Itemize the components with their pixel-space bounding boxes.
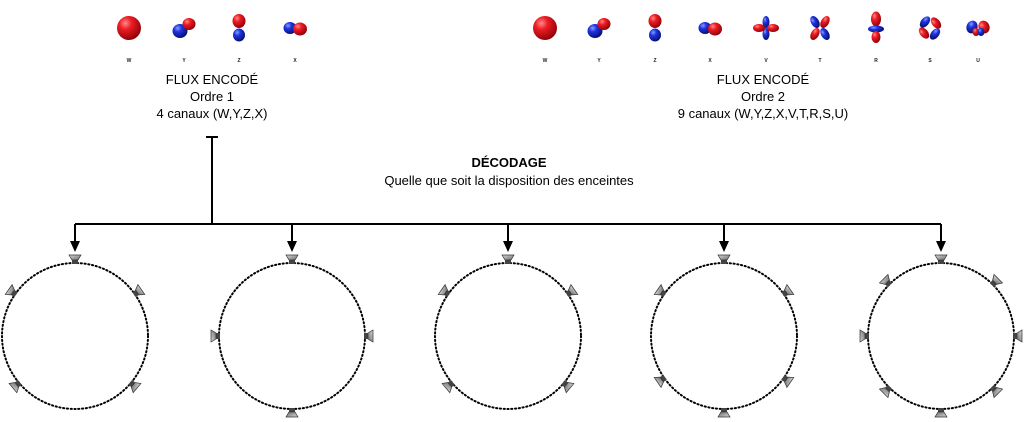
harmonic-u: U <box>966 20 990 64</box>
speaker-icon <box>878 384 893 399</box>
speaker-icon <box>653 374 667 389</box>
harmonic-label: Y <box>597 58 601 64</box>
speaker-icon <box>878 273 893 288</box>
speaker-icon <box>561 379 575 394</box>
harmonic-y: Y <box>172 18 196 64</box>
speaker-layout <box>859 254 1023 418</box>
speaker-icon <box>210 329 220 343</box>
speaker-icon <box>132 283 146 298</box>
listening-circle <box>434 262 582 410</box>
speaker-layout <box>650 254 798 418</box>
decoding-arrows <box>70 224 946 252</box>
harmonic-w: W <box>533 16 557 64</box>
harmonic-x: X <box>283 22 307 64</box>
harmonic-w: W <box>117 16 141 64</box>
speaker-icon <box>565 283 579 298</box>
listening-circle <box>650 262 798 410</box>
order2-caption: FLUX ENCODÉ Ordre 2 9 canaux (W,Y,Z,X,V,… <box>678 72 849 121</box>
speaker-layout <box>210 254 374 418</box>
harmonic-v: V <box>753 16 779 64</box>
harmonic-label: W <box>127 58 132 64</box>
speaker-icon <box>859 329 869 343</box>
speaker-icon <box>437 283 451 298</box>
harmonic-label: Z <box>653 58 656 64</box>
speaker-layout <box>1 254 149 410</box>
harmonic-label: Z <box>237 58 240 64</box>
order2-caption-order: Ordre 2 <box>741 89 785 104</box>
listening-circle <box>218 262 366 410</box>
speaker-icon <box>989 384 1004 399</box>
speaker-icon <box>4 283 18 298</box>
harmonic-label: T <box>818 58 821 64</box>
speaker-icon <box>717 408 731 418</box>
decoding-title: DÉCODAGE <box>471 155 546 170</box>
decoding-arrow <box>287 224 297 252</box>
speaker-layouts <box>1 254 1023 418</box>
harmonic-r: R <box>868 11 884 64</box>
harmonic-label: U <box>976 58 980 64</box>
decoding-subtitle: Quelle que soit la disposition des encei… <box>384 173 634 188</box>
speaker-icon <box>364 329 374 343</box>
harmonic-label: R <box>874 58 878 64</box>
harmonic-y: Y <box>587 18 611 64</box>
speaker-icon <box>781 283 795 298</box>
speaker-icon <box>653 283 667 298</box>
speaker-icon <box>128 379 142 394</box>
harmonic-label: V <box>764 58 768 64</box>
order1-caption-title: FLUX ENCODÉ <box>166 72 259 87</box>
speaker-layout <box>434 254 582 410</box>
speaker-icon <box>68 254 82 264</box>
order1-caption-channels: 4 canaux (W,Y,Z,X) <box>156 106 267 121</box>
speaker-icon <box>781 374 795 389</box>
harmonic-label: X <box>293 58 297 64</box>
speaker-icon <box>934 254 948 264</box>
decoding-label: DÉCODAGE Quelle que soit la disposition … <box>384 155 634 188</box>
order1-caption: FLUX ENCODÉ Ordre 1 4 canaux (W,Y,Z,X) <box>156 72 267 121</box>
harmonic-s: S <box>918 16 942 64</box>
speaker-icon <box>717 254 731 264</box>
decoding-arrow <box>503 224 513 252</box>
speaker-icon <box>285 254 299 264</box>
order1-caption-order: Ordre 1 <box>190 89 234 104</box>
harmonic-label: Y <box>182 58 186 64</box>
speaker-icon <box>285 408 299 418</box>
speaker-icon <box>501 254 515 264</box>
listening-circle <box>1 262 149 410</box>
harmonic-x: X <box>698 22 722 64</box>
speaker-icon <box>989 273 1004 288</box>
speaker-icon <box>441 379 455 394</box>
speaker-icon <box>8 379 22 394</box>
order2-caption-channels: 9 canaux (W,Y,Z,X,V,T,R,S,U) <box>678 106 849 121</box>
order2-caption-title: FLUX ENCODÉ <box>717 72 810 87</box>
harmonic-z: Z <box>232 14 246 64</box>
speaker-icon <box>934 408 948 418</box>
harmonic-t: T <box>810 16 830 64</box>
speaker-icon <box>1013 329 1023 343</box>
decoding-arrow <box>719 224 729 252</box>
decoding-arrow <box>70 224 80 252</box>
harmonic-z: Z <box>648 14 662 64</box>
harmonic-label: W <box>543 58 548 64</box>
harmonic-label: S <box>928 58 932 64</box>
decoding-arrow <box>936 224 946 252</box>
harmonic-label: X <box>708 58 712 64</box>
